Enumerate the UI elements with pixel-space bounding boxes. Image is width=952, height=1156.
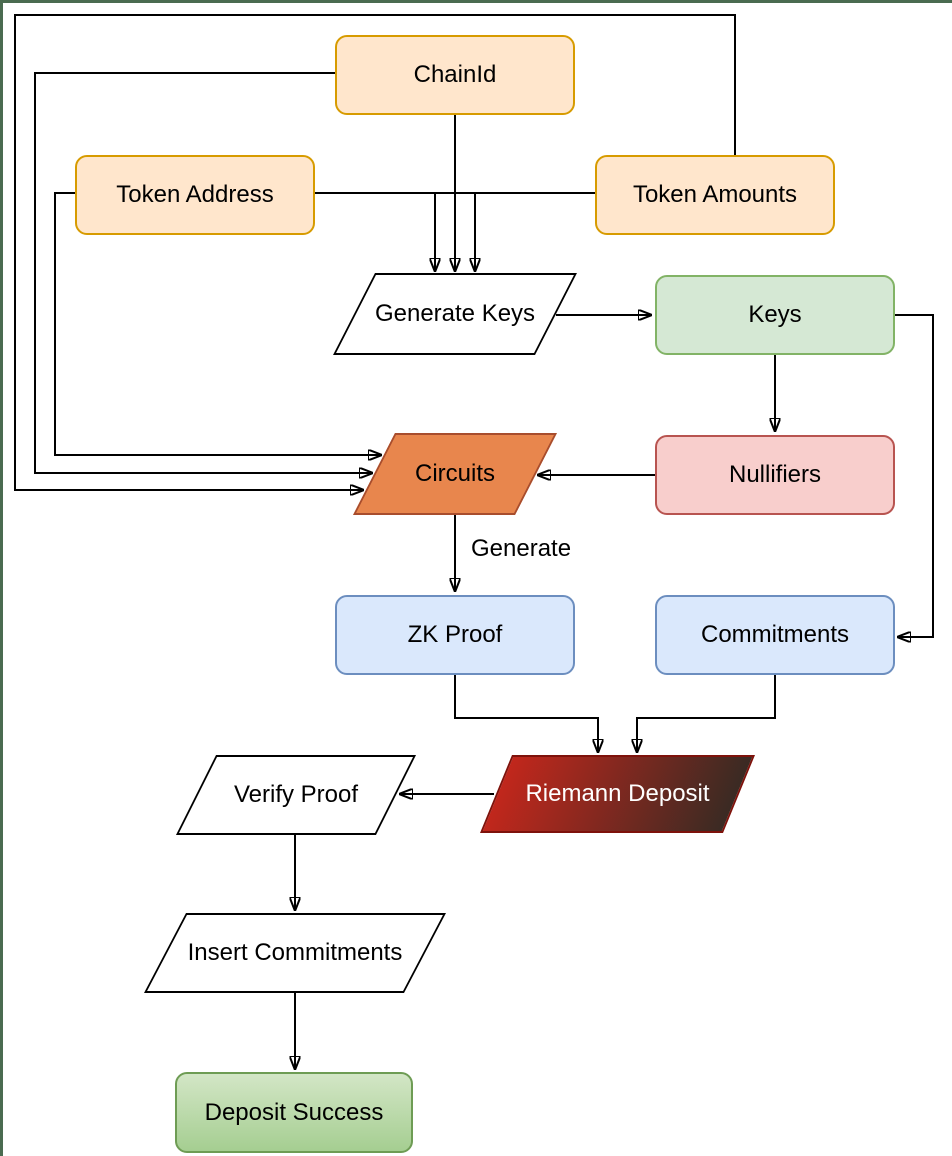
commitments-label: Commitments xyxy=(700,621,850,648)
zk-proof-label: ZK Proof xyxy=(407,621,503,648)
node-zk-proof: ZK Proof xyxy=(335,595,575,675)
chainid-shape xyxy=(335,35,575,115)
verify-proof-label: Verify Proof xyxy=(233,781,359,808)
node-chainid: ChainId xyxy=(335,35,575,115)
node-commitments: Commitments xyxy=(655,595,895,675)
token-address-shape xyxy=(75,155,315,235)
node-token-amounts: Token Amounts xyxy=(595,155,835,235)
node-verify-proof: Verify Proof xyxy=(175,755,417,835)
zk-proof-shape xyxy=(335,595,575,675)
edge-commitments-to-riemann xyxy=(637,675,776,752)
node-keys: Keys xyxy=(655,275,895,355)
edge-chainid-to-circuits xyxy=(34,72,372,473)
token-address-label: Token Address xyxy=(116,181,274,208)
edge-keys-to-commitments xyxy=(895,314,934,637)
edge-label-generate: Generate xyxy=(471,535,572,562)
deposit-success-label: Deposit Success xyxy=(204,1098,384,1126)
chainid-label: ChainId xyxy=(413,61,497,88)
commitments-shape xyxy=(655,595,895,675)
node-circuits: Circuits xyxy=(353,433,557,515)
deposit-success-shape xyxy=(175,1072,413,1153)
node-insert-commitments: Insert Commitments xyxy=(143,913,447,993)
token-amounts-shape xyxy=(595,155,835,235)
edge-token-address-to-circuits xyxy=(54,192,381,455)
riemann-deposit-label: Riemann Deposit xyxy=(525,780,710,807)
nullifiers-label: Nullifiers xyxy=(728,461,821,488)
node-nullifiers: Nullifiers xyxy=(655,435,895,515)
nullifiers-shape xyxy=(655,435,895,515)
circuits-label: Circuits xyxy=(414,460,495,487)
edge-zkproof-to-riemann xyxy=(454,675,598,752)
keys-shape xyxy=(655,275,895,355)
node-riemann-deposit: Riemann Deposit xyxy=(480,755,755,833)
edge-token-amounts-to-circuits xyxy=(14,14,736,490)
keys-label: Keys xyxy=(748,301,802,328)
insert-commitments-label: Insert Commitments xyxy=(187,939,403,966)
node-deposit-success: Deposit Success xyxy=(175,1072,413,1153)
token-amounts-label: Token Amounts xyxy=(632,181,798,208)
generate-keys-label: Generate Keys xyxy=(374,300,536,327)
node-token-address: Token Address xyxy=(75,155,315,235)
node-generate-keys: Generate Keys xyxy=(333,273,577,355)
